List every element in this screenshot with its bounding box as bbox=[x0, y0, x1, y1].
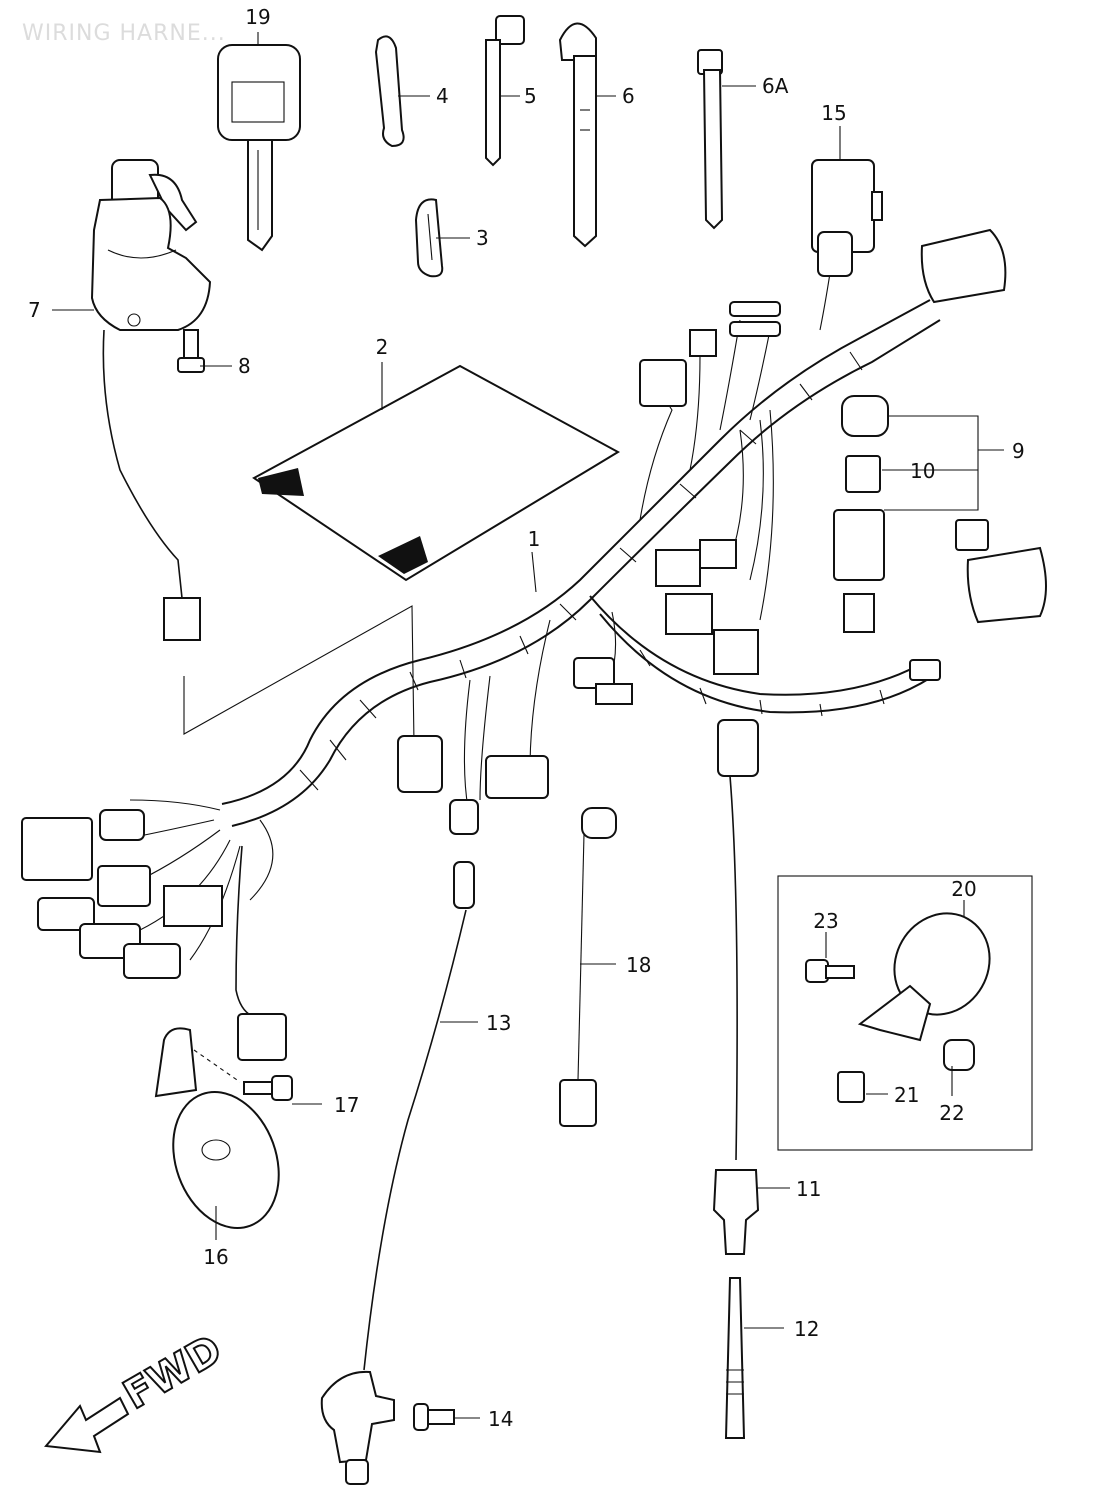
label-20: 20 bbox=[951, 877, 976, 901]
screw-part-8 bbox=[177, 329, 205, 373]
label-21: 21 bbox=[894, 1083, 919, 1107]
ignition-switch-cable bbox=[102, 329, 183, 599]
label-1: 1 bbox=[528, 527, 541, 551]
switch-part-11 bbox=[712, 719, 760, 1255]
cable-tie-part-6 bbox=[558, 22, 597, 248]
label-15: 15 bbox=[821, 101, 846, 125]
label-23: 23 bbox=[813, 909, 838, 933]
bolt-part-17 bbox=[193, 1049, 293, 1101]
label-5: 5 bbox=[524, 84, 537, 108]
forward-direction-arrow: FWD bbox=[44, 1325, 231, 1454]
label-10: 10 bbox=[910, 459, 935, 483]
cable-tie-part-5 bbox=[485, 15, 525, 167]
label-3: 3 bbox=[476, 226, 489, 250]
ignition-switch bbox=[90, 159, 212, 331]
sensor-wire-part-13 bbox=[320, 861, 475, 1485]
label-18: 18 bbox=[626, 953, 651, 977]
label-19: 19 bbox=[245, 5, 270, 29]
fwd-label: FWD bbox=[116, 1326, 230, 1418]
ignition-key bbox=[217, 44, 301, 252]
ignition-switch-coupler bbox=[163, 597, 201, 641]
pin-part-12 bbox=[724, 1277, 746, 1439]
label-6a: 6A bbox=[762, 74, 789, 98]
label-13: 13 bbox=[486, 1011, 511, 1035]
label-8: 8 bbox=[238, 354, 251, 378]
label-9: 9 bbox=[1012, 439, 1025, 463]
screw-part-14 bbox=[413, 1403, 455, 1431]
relay-part-15 bbox=[811, 159, 883, 253]
label-22: 22 bbox=[939, 1101, 964, 1125]
main-wiring-harness bbox=[119, 259, 941, 1017]
harness-connectors bbox=[21, 228, 1047, 1061]
clamp-part-4 bbox=[374, 35, 405, 148]
inset-box bbox=[777, 875, 1033, 1151]
label-6: 6 bbox=[622, 84, 635, 108]
watermark: WIRING HARNE... bbox=[22, 21, 226, 46]
label-7: 7 bbox=[28, 298, 41, 322]
leader-lines bbox=[52, 32, 1004, 1419]
sensor-lead-part-18 bbox=[559, 807, 617, 1127]
cable-tie-part-6a bbox=[697, 49, 724, 230]
wiring-sheet bbox=[252, 364, 621, 582]
label-14: 14 bbox=[488, 1407, 513, 1431]
clamp-part-3 bbox=[414, 198, 444, 278]
label-2: 2 bbox=[376, 335, 389, 359]
horn-part-16 bbox=[154, 1027, 280, 1229]
label-17: 17 bbox=[334, 1093, 359, 1117]
label-16: 16 bbox=[203, 1245, 228, 1269]
sheet-leader-line bbox=[183, 605, 415, 745]
part-labels: 19 4 5 6 6A 3 15 7 8 2 1 9 10 11 12 13 1… bbox=[28, 5, 1025, 1431]
label-12: 12 bbox=[794, 1317, 819, 1341]
fuse-box-parts bbox=[841, 395, 979, 511]
label-4: 4 bbox=[436, 84, 449, 108]
label-11: 11 bbox=[796, 1177, 821, 1201]
